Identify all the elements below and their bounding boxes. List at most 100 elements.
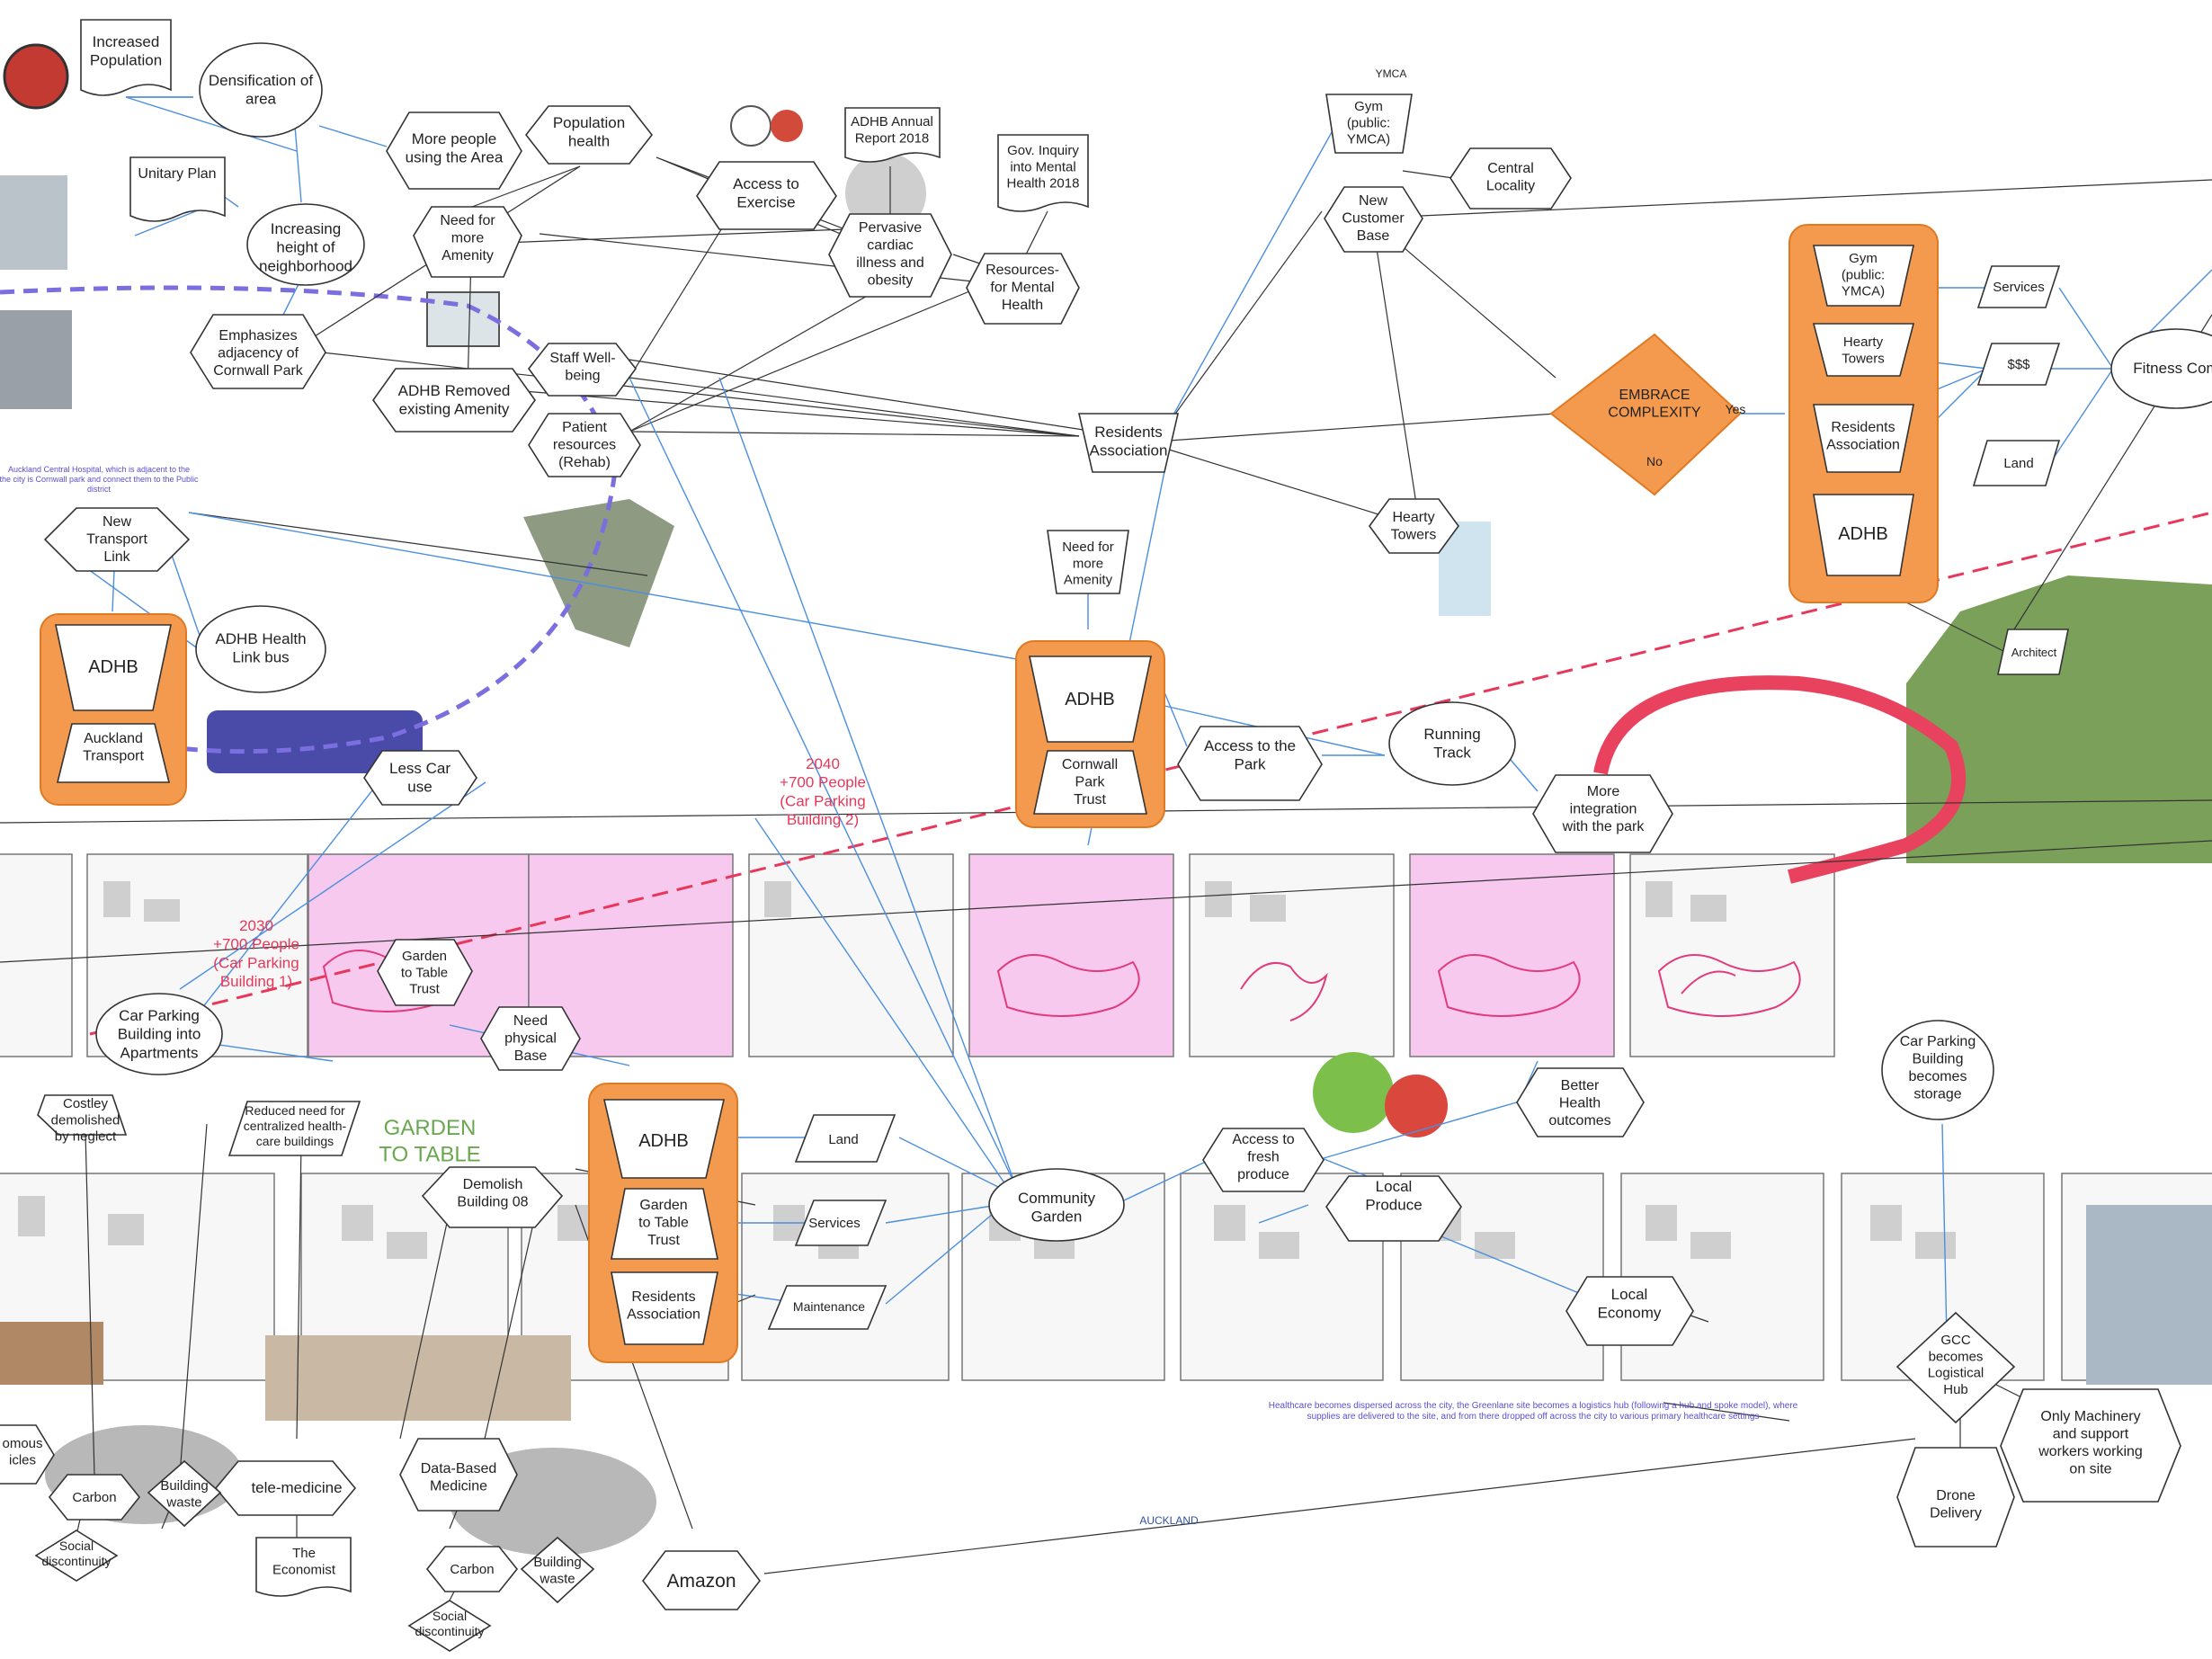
- node-residents2[interactable]: [1813, 404, 1914, 473]
- node-residents-bottom[interactable]: [611, 1271, 718, 1345]
- node-adhb-left[interactable]: [55, 624, 172, 711]
- panel: [968, 853, 1174, 1057]
- node-access-park[interactable]: [1177, 726, 1323, 801]
- node-gov-inquiry[interactable]: [997, 134, 1089, 212]
- node-adhb-report[interactable]: [844, 107, 941, 163]
- node-running-track[interactable]: [1388, 701, 1516, 786]
- node-local-produce[interactable]: [1325, 1175, 1462, 1242]
- node-garden-trust-bottom[interactable]: [611, 1188, 718, 1260]
- node-adhb-bottom[interactable]: [602, 1099, 726, 1179]
- node-adhb-health-link[interactable]: [195, 605, 326, 693]
- node-data-based[interactable]: [399, 1438, 518, 1512]
- node-social-2[interactable]: [407, 1600, 492, 1652]
- label-adhb-left: ADHB: [88, 657, 138, 677]
- node-access-exercise[interactable]: [696, 161, 837, 230]
- node-carbon-2[interactable]: [425, 1546, 519, 1592]
- node-services-b[interactable]: [794, 1200, 887, 1246]
- node-more-integration[interactable]: [1532, 774, 1673, 853]
- node-carbon-1[interactable]: [48, 1474, 141, 1521]
- node-services-r[interactable]: [1976, 265, 2061, 308]
- label-gym2: Gym(public:YMCA): [1842, 251, 1885, 299]
- node-unitary-plan[interactable]: [129, 156, 226, 222]
- label-land-r: Land: [2003, 456, 2033, 471]
- node-emphasizes[interactable]: [190, 314, 326, 389]
- node-hearty2[interactable]: [1812, 323, 1915, 377]
- node-demolish[interactable]: [421, 1166, 564, 1228]
- node-hearty-towers[interactable]: [1369, 498, 1459, 554]
- node-drone-delivery[interactable]: [1896, 1447, 2015, 1548]
- cyclist-icon: [730, 105, 772, 147]
- node-local-economy[interactable]: [1565, 1276, 1694, 1346]
- node-resources-mh[interactable]: [966, 253, 1080, 325]
- council-badge-icon: [3, 43, 69, 110]
- node-gcc-hub[interactable]: [1895, 1311, 2016, 1424]
- label-maintenance: Maintenance: [793, 1299, 865, 1314]
- node-more-people[interactable]: [386, 111, 522, 190]
- node-fitness[interactable]: [2110, 328, 2212, 409]
- node-building-waste-2[interactable]: [520, 1536, 595, 1604]
- node-garden-trust-top[interactable]: [377, 939, 473, 1006]
- node-car-parking-apts[interactable]: [95, 993, 223, 1075]
- node-population-health[interactable]: [524, 105, 654, 165]
- node-embrace[interactable]: [1549, 333, 1742, 496]
- node-staff-wellbeing[interactable]: [527, 343, 638, 397]
- node-better-health[interactable]: [1516, 1067, 1645, 1137]
- node-residents-main[interactable]: [1077, 413, 1180, 473]
- node-cornwall-trust[interactable]: [1033, 750, 1147, 815]
- node-money-r[interactable]: [1976, 343, 2061, 386]
- node-patient-resources[interactable]: [528, 413, 641, 477]
- node-land-r[interactable]: [1972, 440, 2061, 486]
- node-increased-population[interactable]: [80, 19, 172, 96]
- node-less-car[interactable]: [363, 750, 477, 806]
- node-access-fresh[interactable]: [1202, 1128, 1325, 1192]
- site-plan-blocks: [18, 881, 2118, 1259]
- node-economist[interactable]: [255, 1537, 352, 1597]
- node-need-physical[interactable]: [480, 1006, 581, 1071]
- node-land-b[interactable]: [794, 1114, 896, 1163]
- node-adhb-removed[interactable]: [372, 368, 536, 433]
- node-costley[interactable]: [37, 1094, 128, 1136]
- node-maintenance[interactable]: [767, 1285, 887, 1330]
- node-car-parking-storage[interactable]: [1881, 1020, 1994, 1120]
- node-new-transport[interactable]: [43, 507, 191, 572]
- node-new-customer[interactable]: [1324, 186, 1423, 253]
- node-need-amenity-1[interactable]: [413, 206, 522, 278]
- node-pervasive[interactable]: [828, 213, 952, 298]
- node-need-amenity-2[interactable]: [1047, 530, 1129, 594]
- node-adhb-r[interactable]: [1813, 494, 1914, 576]
- node-architect[interactable]: [1997, 629, 2069, 675]
- node-increasing-height[interactable]: [246, 203, 365, 286]
- node-adhb-mid[interactable]: [1029, 656, 1152, 743]
- node-auckland-transport[interactable]: [56, 723, 171, 783]
- node-building-waste-1[interactable]: [147, 1459, 222, 1528]
- node-gym2[interactable]: [1813, 245, 1914, 307]
- node-community-garden[interactable]: [988, 1168, 1125, 1242]
- node-social-1[interactable]: [34, 1530, 119, 1582]
- node-reduced-need[interactable]: [227, 1101, 361, 1156]
- node-densification[interactable]: [199, 42, 323, 138]
- node-gym-ymca[interactable]: [1325, 94, 1413, 154]
- node-central-locality[interactable]: [1449, 147, 1572, 210]
- node-only-machinery[interactable]: [2000, 1388, 2181, 1503]
- node-amazon[interactable]: [641, 1550, 762, 1610]
- node-autonomous[interactable]: [0, 1424, 55, 1485]
